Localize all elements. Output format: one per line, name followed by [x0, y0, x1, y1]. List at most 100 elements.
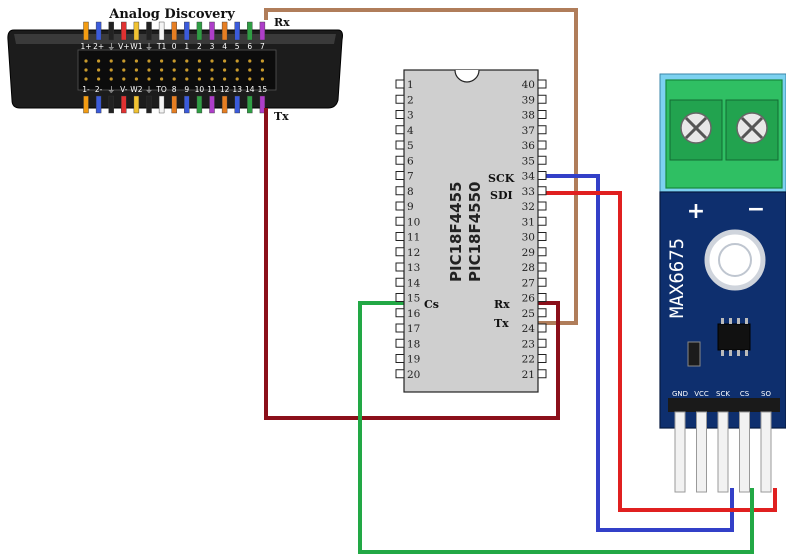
module-lead	[760, 411, 772, 493]
ic-pin-right	[537, 94, 547, 104]
connector-dot	[210, 68, 214, 72]
ic-pin-number-left: 5	[407, 140, 414, 152]
connector-dot	[147, 77, 151, 81]
bottom-pin-label: V-	[120, 85, 128, 94]
screw-left-icon	[680, 112, 712, 144]
bottom-lead	[184, 95, 190, 114]
top-lead	[196, 21, 203, 41]
connector-dot	[185, 68, 189, 72]
top-pin-label: 6	[247, 42, 252, 51]
ic-pin-number-right: 26	[522, 293, 536, 305]
ic-pin-number-left: 3	[407, 110, 414, 122]
ic-pin-left	[395, 338, 405, 348]
bottom-pin-label: 2-	[95, 85, 103, 94]
connector-dot	[109, 68, 113, 72]
top-lead	[234, 21, 240, 41]
wire-rx-tan	[264, 8, 578, 325]
connector-dot	[223, 59, 227, 63]
module-pin-label: VCC	[694, 390, 709, 398]
ic-label-sck: SCK	[488, 172, 515, 185]
ic-pin-left	[395, 354, 405, 363]
connector-dot	[185, 77, 189, 81]
top-pin-label: 1+	[80, 42, 91, 51]
ic-pin-number-left: 12	[407, 247, 420, 259]
top-lead	[209, 21, 215, 41]
ic-label-rx: Rx	[494, 298, 510, 311]
ic-pin-left	[395, 186, 405, 196]
module-name: MAX6675	[666, 238, 688, 318]
ic-pin-number-left: 19	[407, 354, 420, 366]
ic-pin-number-left: 16	[407, 308, 421, 320]
connector-dot	[172, 68, 176, 72]
module-leads	[674, 411, 772, 493]
top-lead	[184, 21, 190, 41]
ic-pin-right	[537, 140, 547, 150]
ic-pin-number-right: 22	[522, 354, 535, 366]
top-lead	[146, 21, 152, 41]
connector-dot	[134, 68, 138, 72]
connector-dot	[122, 77, 126, 81]
ic-pin-left	[395, 140, 405, 150]
ic-pin-number-left: 8	[407, 186, 414, 198]
top-pin-label: 4	[222, 42, 227, 51]
connector-dot	[197, 68, 201, 72]
module-pin-label: SCK	[716, 390, 730, 398]
connector-dot	[235, 77, 239, 81]
device-top-leads	[83, 21, 266, 41]
top-pin-label: T1	[156, 42, 167, 51]
connector-dot	[248, 68, 252, 72]
module-pcb	[659, 191, 786, 429]
ic-pin-left	[395, 232, 405, 241]
ic-pin-number-right: 38	[522, 110, 535, 122]
top-lead	[95, 21, 102, 41]
module-plus-label: +	[687, 199, 705, 224]
connector-dot	[134, 77, 138, 81]
ic-pin-left	[395, 155, 405, 165]
bottom-lead	[171, 95, 177, 114]
ic-pin-left	[395, 125, 405, 135]
device-connector	[77, 49, 277, 91]
ic-pin-number-right: 35	[522, 155, 535, 167]
bottom-pin-label: ⏚	[107, 85, 115, 94]
module-minus-label: −	[747, 197, 765, 222]
connector-dot	[260, 68, 264, 72]
module-pin-label: GND	[672, 390, 688, 398]
top-pin-label: 7	[260, 42, 265, 51]
connector-dot	[147, 68, 151, 72]
top-lead	[133, 21, 140, 41]
connector-dot	[97, 59, 101, 63]
ic-pin-number-left: 1	[407, 79, 414, 91]
screw-right-icon	[736, 112, 768, 144]
ic-pin-number-right: 30	[522, 232, 535, 244]
bottom-pin-label: 9	[184, 85, 189, 94]
connector-dot	[160, 77, 164, 81]
mounting-hole-inner	[718, 243, 752, 277]
ic-pin-right	[537, 155, 547, 165]
ic-pin-left	[395, 277, 405, 287]
wire-cs-green	[358, 301, 754, 554]
connector-dot	[185, 59, 189, 63]
wire-sck-blue	[538, 174, 734, 532]
connector-dot	[122, 68, 126, 72]
top-pin-label: ⏚	[145, 42, 153, 51]
ic-pin-right	[537, 338, 547, 348]
bottom-lead	[95, 95, 102, 114]
top-pin-label: 5	[235, 42, 240, 51]
bottom-pin-label: 10	[195, 85, 205, 94]
ic-pin-number-left: 13	[407, 262, 420, 274]
bottom-lead	[259, 95, 266, 114]
wire-tx-darkred	[264, 108, 560, 420]
ic-label-tx: Tx	[494, 317, 509, 330]
connector-dot	[84, 59, 88, 63]
module-lead	[717, 411, 729, 493]
top-lead	[247, 21, 253, 41]
ic-pin-number-left: 20	[407, 369, 420, 381]
bottom-pin-label: 8	[172, 85, 177, 94]
connector-dot	[109, 77, 113, 81]
ic-pin-number-right: 23	[522, 338, 535, 350]
